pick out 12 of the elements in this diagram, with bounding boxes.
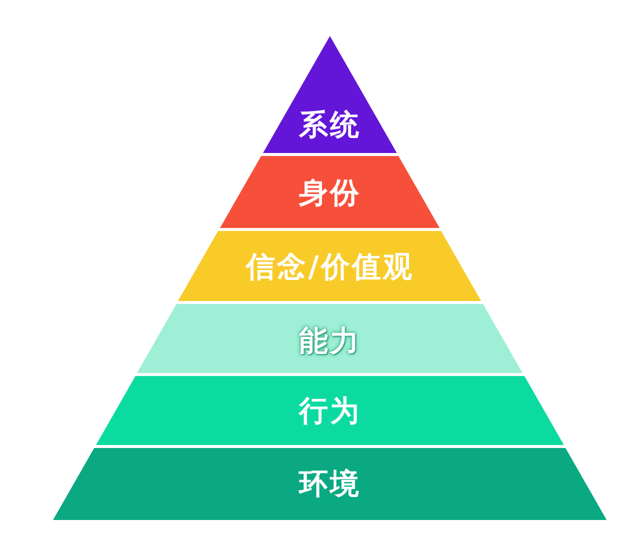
- pyramid-layer: [137, 304, 523, 373]
- pyramid-layer: [220, 156, 440, 228]
- layer-label: 行为: [298, 396, 361, 426]
- layer-label: 系统: [298, 110, 361, 140]
- pyramid-layer: [96, 376, 564, 445]
- pyramid-layer: [53, 448, 607, 520]
- layer-label: 环境: [298, 470, 361, 498]
- layer-label: 身份: [298, 178, 361, 208]
- layer-label: 信念/价值观: [246, 252, 414, 282]
- layer-label: 能力: [298, 326, 361, 356]
- pyramid-apex: [263, 36, 397, 153]
- pyramid-layer: [178, 231, 482, 301]
